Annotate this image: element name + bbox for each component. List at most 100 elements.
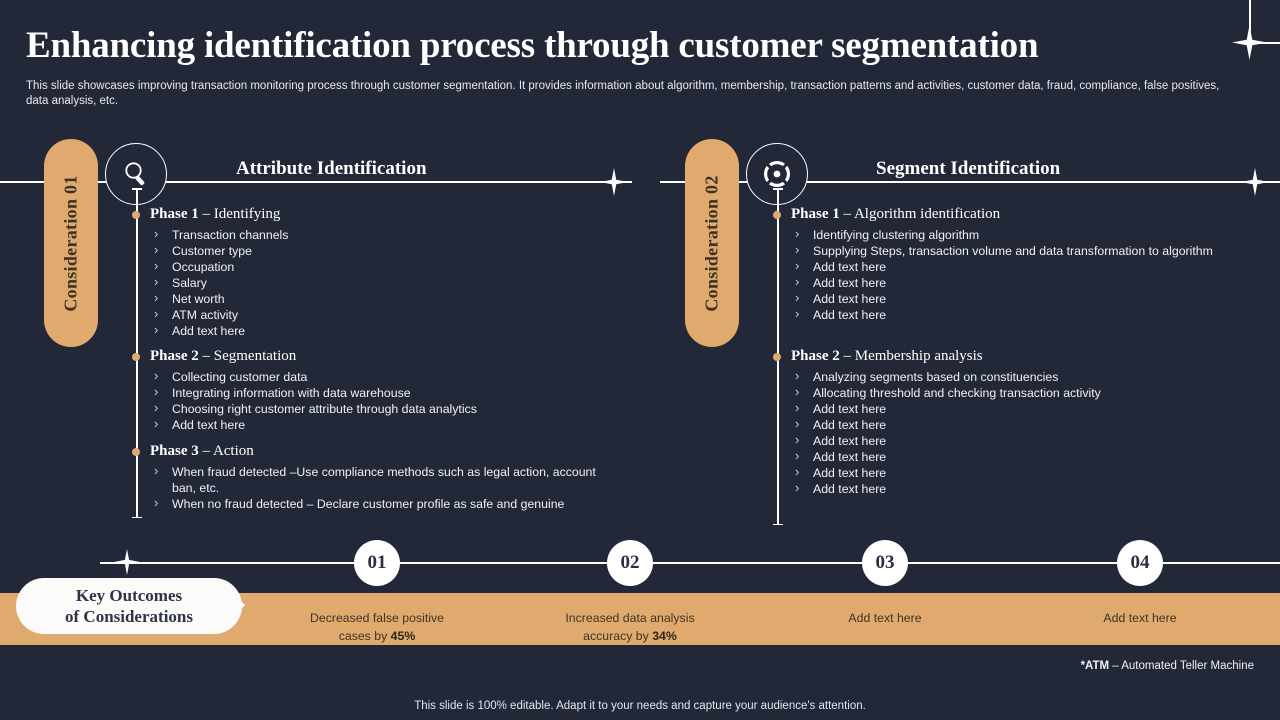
list-item: Collecting customer data (150, 368, 477, 385)
phase-dash: – (198, 206, 214, 222)
phase-name: Action (212, 443, 254, 459)
list-item: Analyzing segments based on constituenci… (791, 368, 1101, 385)
list-item: When no fraud detected – Declare custome… (150, 495, 600, 512)
consideration-badge-02: Consideration 02 (685, 139, 739, 347)
timeline-step-circle: 03 (862, 540, 908, 586)
phase-heading: Phase 2 – Membership analysis (791, 348, 1101, 365)
list-item: Add text here (791, 448, 1101, 465)
magnifier-icon-circle (105, 143, 167, 205)
timeline-step-circle: 04 (1117, 540, 1163, 586)
outcome-line-1: Add text here (1103, 611, 1177, 625)
phase-label: Phase 3 (150, 443, 199, 459)
outcome-line-2: accuracy by 34% (530, 627, 730, 645)
phase-bullet-dot (773, 353, 781, 361)
list-item: Customer type (150, 242, 288, 259)
outcome-line-1: Add text here (848, 611, 922, 625)
phase-heading: Phase 2 – Segmentation (150, 348, 477, 365)
outcome-line-2-prefix: cases by (338, 629, 391, 643)
phase-item-list: When fraud detected –Use compliance meth… (150, 463, 600, 512)
phase-heading: Phase 1 – Algorithm identification (791, 206, 1213, 223)
list-item: Supplying Steps, transaction volume and … (791, 242, 1213, 259)
sparkle-star-icon (600, 168, 628, 196)
list-item: ATM activity (150, 306, 288, 323)
right-column-heading: Segment Identification (876, 158, 1061, 179)
left-column-heading: Attribute Identification (236, 158, 427, 179)
outcome-text: Increased data analysis accuracy by 34% (530, 609, 730, 645)
phase-name: Membership analysis (854, 348, 983, 364)
phase-block: Phase 1 – Algorithm identification Ident… (773, 206, 1213, 323)
page-title: Enhancing identification process through… (26, 25, 1039, 66)
segmentation-icon (764, 161, 790, 187)
abbreviation-note-bold: *ATM (1080, 660, 1110, 672)
phase-label: Phase 2 (150, 348, 199, 364)
abbreviation-note-rest: – Automated Teller Machine (1109, 660, 1254, 672)
list-item: Identifying clustering algorithm (791, 226, 1213, 243)
outcome-line-1: Increased data analysis (565, 611, 695, 625)
list-item: Integrating information with data wareho… (150, 384, 477, 401)
phase-dash: – (839, 348, 855, 364)
list-item: Add text here (791, 464, 1101, 481)
timeline-step-circle: 01 (354, 540, 400, 586)
timeline-step-number: 02 (620, 552, 640, 573)
consideration-badge-02-label: Consideration 02 (701, 174, 722, 312)
magnifier-icon (125, 162, 145, 186)
right-column-rule (660, 181, 1280, 183)
timeline-step-circle: 02 (607, 540, 653, 586)
key-outcomes-label: Key Outcomes of Considerations (16, 578, 242, 634)
key-outcomes-line-1: Key Outcomes (75, 586, 183, 605)
outcome-line-2-prefix: accuracy by (583, 629, 653, 643)
phase-bullet-dot (132, 353, 140, 361)
phase-item-list: Identifying clustering algorithm Supplyi… (791, 226, 1213, 323)
phase-bullet-dot (773, 211, 781, 219)
phase-block: Phase 2 – Membership analysis Analyzing … (773, 348, 1101, 497)
outcome-line-1: Decreased false positive (310, 611, 444, 625)
list-item: Net worth (150, 290, 288, 307)
phase-label: Phase 2 (791, 348, 840, 364)
list-item: When fraud detected –Use compliance meth… (150, 463, 600, 496)
consideration-badge-01: Consideration 01 (44, 139, 98, 347)
list-item: Choosing right customer attribute throug… (150, 400, 477, 417)
phase-name: Segmentation (213, 348, 297, 364)
timeline-rule (100, 562, 1280, 564)
phase-heading: Phase 3 – Action (150, 443, 600, 460)
list-item: Add text here (150, 416, 477, 433)
outcome-text: Decreased false positive cases by 45% (277, 609, 477, 645)
list-item: Occupation (150, 258, 288, 275)
phase-block: Phase 2 – Segmentation Collecting custom… (132, 348, 477, 433)
phase-heading: Phase 1 – Identifying (150, 206, 288, 223)
page-subtitle: This slide showcases improving transacti… (26, 80, 1220, 107)
phase-dash: – (198, 348, 214, 364)
list-item: Add text here (791, 258, 1213, 275)
phase-dash: – (839, 206, 854, 222)
corner-vertical-line (1249, 0, 1251, 40)
outcome-line-2: cases by 45% (277, 627, 477, 645)
phase-block: Phase 3 – Action When fraud detected –Us… (132, 443, 600, 512)
phase-item-list: Transaction channels Customer type Occup… (150, 226, 288, 339)
list-item: Allocating threshold and checking transa… (791, 384, 1101, 401)
list-item: Add text here (791, 416, 1101, 433)
list-item: Add text here (791, 432, 1101, 449)
list-item: Transaction channels (150, 226, 288, 243)
list-item: Add text here (791, 480, 1101, 497)
sparkle-star-icon (1232, 25, 1267, 60)
phase-dash: – (198, 443, 213, 459)
outcome-metric: 34% (652, 629, 677, 643)
consideration-badge-01-label: Consideration 01 (60, 174, 81, 312)
sparkle-star-icon (114, 549, 140, 575)
abbreviation-note: *ATM – Automated Teller Machine (1081, 660, 1254, 672)
timeline-step-number: 04 (1130, 552, 1150, 573)
left-column-rule (0, 181, 632, 183)
phase-label: Phase 1 (791, 206, 840, 222)
phase-bullet-dot (132, 448, 140, 456)
phase-bullet-dot (132, 211, 140, 219)
list-item: Add text here (791, 274, 1213, 291)
phase-name: Identifying (213, 206, 281, 222)
list-item: Add text here (791, 290, 1213, 307)
list-item: Add text here (791, 306, 1213, 323)
outcome-text: Add text here (1040, 609, 1240, 627)
slide-footer-note: This slide is 100% editable. Adapt it to… (414, 700, 866, 712)
phase-name: Algorithm identification (853, 206, 1001, 222)
outcome-metric: 45% (390, 629, 416, 643)
timeline-step-number: 01 (367, 552, 387, 573)
outcome-text: Add text here (785, 609, 985, 627)
